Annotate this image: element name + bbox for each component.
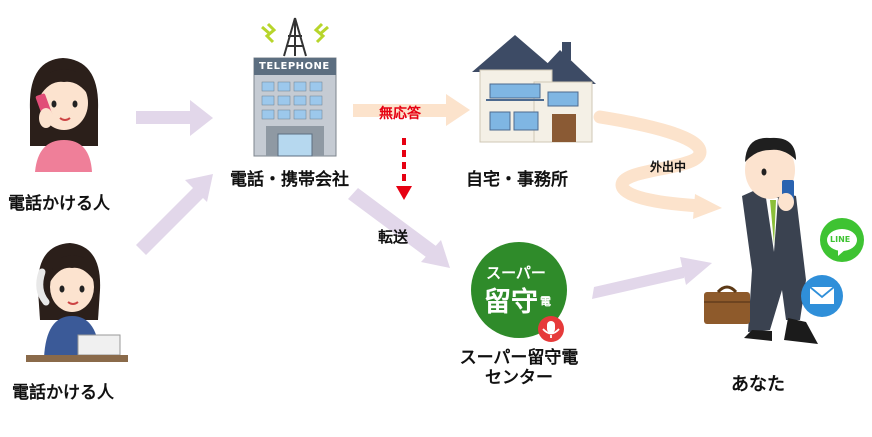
building-sign: TELEPHONE [259, 61, 330, 72]
caller-bottom-illustration [26, 243, 128, 362]
mail-icon [801, 275, 843, 317]
arrow-center-to-you [592, 257, 712, 299]
super-rusuden-logo [471, 242, 567, 342]
arrow-caller-to-carrier [136, 100, 213, 136]
edge-label-forward: 転送 [378, 228, 409, 246]
edge-label-no-answer: 無応答 [379, 106, 421, 122]
logo-text-line1: スーパー [486, 264, 546, 282]
home-office-label: 自宅・事務所 [466, 170, 568, 190]
you-label: あなた [731, 374, 785, 395]
carrier-label: 電話・携帯会社 [230, 170, 349, 190]
arrow-carrier-to-home [353, 94, 470, 126]
logo-text-line2: 留守 [484, 287, 538, 318]
telephone-building-illustration [253, 17, 337, 157]
logo-text-small: 電 [540, 295, 551, 308]
businessman-illustration [704, 137, 818, 344]
center-label-line2: センター [485, 368, 553, 388]
edge-label-out: 外出中 [650, 160, 687, 174]
arrow-carrier-to-center [348, 188, 450, 268]
center-label-line1: スーパー留守電 [459, 348, 579, 368]
caller-top-label: 電話かける人 [8, 194, 110, 214]
line-app-icon [820, 218, 864, 262]
caller-bottom-label: 電話かける人 [12, 383, 114, 403]
arrow-caller2-to-carrier [136, 174, 213, 255]
arrow-forward-dotted [396, 138, 412, 200]
house-illustration [472, 35, 596, 143]
center-label: スーパー留守電 センター [460, 348, 579, 388]
line-icon-text: LINE [830, 235, 851, 244]
arrow-home-to-you-squiggle [593, 110, 722, 219]
caller-top-illustration [29, 58, 99, 172]
